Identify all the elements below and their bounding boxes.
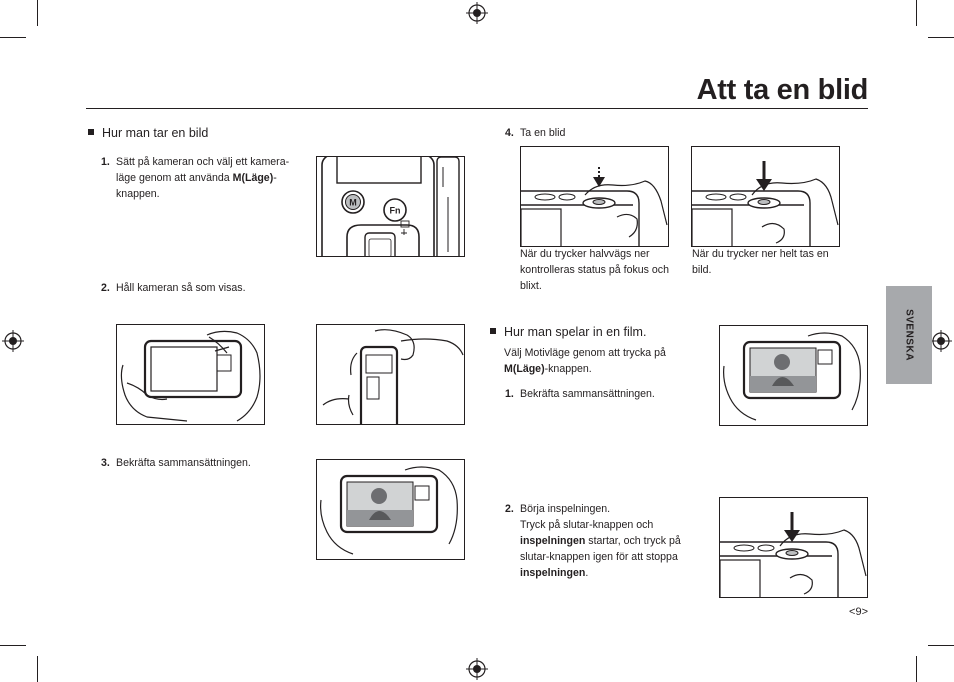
title-rule — [86, 108, 868, 110]
mode-button-label: M — [349, 198, 357, 208]
page-number: <9> — [849, 606, 868, 618]
crop-mark — [0, 37, 26, 38]
section-heading-photo: Hur man tar en bild — [88, 126, 208, 140]
figure-composition — [316, 459, 465, 560]
registration-mark-icon — [2, 330, 24, 352]
crop-mark — [916, 0, 917, 26]
language-tab-label: SVENSKA — [903, 309, 915, 361]
caption-full-press: När du trycker ner helt tas en bild. — [692, 248, 829, 276]
step-3: 3. Bekräfta sammansättningen. — [101, 457, 251, 469]
crop-mark — [37, 656, 38, 682]
figure-movie-composition — [719, 325, 868, 426]
step-1: 1. Sätt på kameran och välj ett kamera-l… — [101, 156, 290, 200]
bullet-square-icon — [490, 328, 496, 334]
section-heading-movie: Hur man spelar in en film. — [490, 325, 646, 339]
figure-movie-shutter-press — [719, 497, 868, 598]
caption-half-press: När du trycker halvvägs ner kontrolleras… — [520, 248, 669, 292]
crop-mark — [928, 645, 954, 646]
figure-hold-vertical — [316, 324, 465, 425]
movie-step-2: 2. Börja inspelningen. Tryck på slutar-k… — [505, 503, 681, 579]
registration-mark-icon — [930, 330, 952, 352]
bullet-square-icon — [88, 129, 94, 135]
page-title: Att ta en blid — [696, 74, 869, 106]
step-2: 2. Håll kameran så som visas. — [101, 282, 246, 294]
figure-mode-button: M Fn — [316, 156, 465, 257]
crop-mark — [0, 645, 26, 646]
crop-mark — [37, 0, 38, 26]
crop-mark — [916, 656, 917, 682]
registration-mark-icon — [466, 2, 488, 24]
fn-button-label: Fn — [390, 206, 401, 216]
step-4: 4. Ta en blid — [505, 127, 566, 139]
language-tab: SVENSKA — [886, 286, 932, 384]
registration-mark-icon — [466, 658, 488, 680]
movie-intro: Välj Motivläge genom att trycka på M(Läg… — [504, 347, 666, 375]
crop-mark — [928, 37, 954, 38]
figure-shutter-half-press — [520, 146, 669, 247]
figure-hold-horizontal — [116, 324, 265, 425]
movie-step-1: 1. Bekräfta sammansättningen. — [505, 388, 655, 400]
figure-shutter-full-press — [691, 146, 840, 247]
